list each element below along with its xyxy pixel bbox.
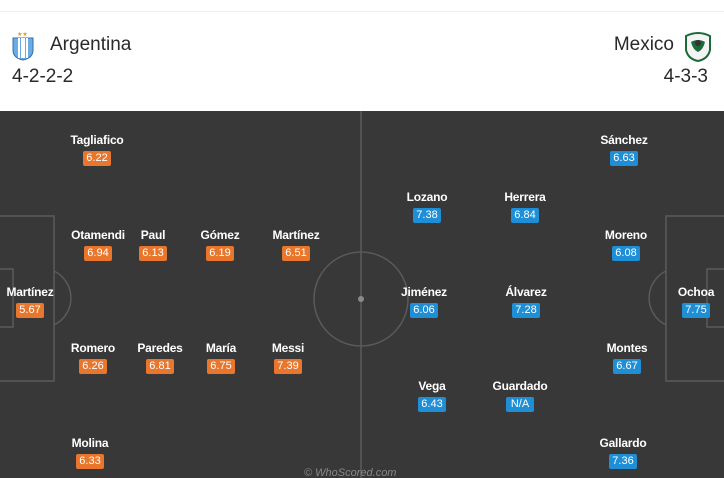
player-name: Paredes <box>137 341 183 355</box>
away-team-name: Mexico <box>613 34 674 55</box>
player-name: Martínez <box>272 228 320 242</box>
player-name: Guardado <box>492 379 548 393</box>
player-name: Moreno <box>604 228 648 242</box>
pitch-lines <box>0 111 724 478</box>
player-rating: 6.08 <box>612 246 640 261</box>
player-name: Messi <box>271 341 305 355</box>
player-card[interactable]: Ochoa 7.75 <box>656 285 724 318</box>
player-rating: N/A <box>506 397 534 412</box>
top-strip <box>0 0 724 12</box>
player-card[interactable]: Martínez 5.67 <box>0 285 70 318</box>
player-name: Jiménez <box>401 285 447 299</box>
player-rating: 7.75 <box>682 303 710 318</box>
svg-text:★★: ★★ <box>17 31 28 38</box>
player-name: Herrera <box>504 190 546 204</box>
player-card[interactable]: Romero 6.26 <box>53 341 133 374</box>
player-card[interactable]: Jiménez 6.06 <box>384 285 464 318</box>
player-card[interactable]: Molina 6.33 <box>50 436 130 469</box>
player-name: Vega <box>418 379 446 393</box>
player-name: Ochoa <box>677 285 715 299</box>
match-header: ★★ Argentina 4-2-2-2 Mexico 4-3-3 <box>0 12 724 105</box>
home-team-name: Argentina <box>50 34 132 55</box>
home-formation: 4-2-2-2 <box>12 66 74 87</box>
player-rating: 6.19 <box>206 246 234 261</box>
player-rating: 6.22 <box>83 151 111 166</box>
player-card[interactable]: Paredes 6.81 <box>120 341 200 374</box>
player-rating: 6.94 <box>84 246 112 261</box>
player-name: Lozano <box>406 190 448 204</box>
player-name: Gómez <box>200 228 240 242</box>
player-name: Martínez <box>6 285 54 299</box>
player-rating: 7.28 <box>512 303 540 318</box>
player-rating: 6.84 <box>511 208 539 223</box>
argentina-crest-icon: ★★ <box>10 30 36 61</box>
player-card[interactable]: Paul 6.13 <box>113 228 193 261</box>
player-card[interactable]: Guardado N/A <box>480 379 560 412</box>
player-rating: 6.26 <box>79 359 107 374</box>
mexico-crest-icon <box>684 30 711 63</box>
player-name: Tagliafico <box>70 133 124 147</box>
player-rating: 6.81 <box>146 359 174 374</box>
player-rating: 6.67 <box>613 359 641 374</box>
player-card[interactable]: Messi 7.39 <box>248 341 328 374</box>
player-rating: 6.51 <box>282 246 310 261</box>
player-card[interactable]: Otamendi 6.94 <box>58 228 138 261</box>
player-name: Gallardo <box>599 436 647 450</box>
player-name: Romero <box>70 341 116 355</box>
away-formation: 4-3-3 <box>663 66 708 87</box>
player-card[interactable]: Vega 6.43 <box>392 379 472 412</box>
player-rating: 6.33 <box>76 454 104 469</box>
player-rating: 6.13 <box>139 246 167 261</box>
player-card[interactable]: Álvarez 7.28 <box>486 285 566 318</box>
player-rating: 6.43 <box>418 397 446 412</box>
player-name: Molina <box>71 436 109 450</box>
player-name: Sánchez <box>600 133 648 147</box>
player-card[interactable]: Sánchez 6.63 <box>584 133 664 166</box>
player-rating: 7.39 <box>274 359 302 374</box>
player-card[interactable]: Moreno 6.08 <box>586 228 666 261</box>
player-card[interactable]: Herrera 6.84 <box>485 190 565 223</box>
player-rating: 5.67 <box>16 303 44 318</box>
player-rating: 6.75 <box>207 359 235 374</box>
player-rating: 6.06 <box>410 303 438 318</box>
player-card[interactable]: Gómez 6.19 <box>180 228 260 261</box>
player-rating: 6.63 <box>610 151 638 166</box>
player-card[interactable]: Gallardo 7.36 <box>583 436 663 469</box>
watermark: © WhoScored.com <box>304 467 397 478</box>
player-card[interactable]: María 6.75 <box>181 341 261 374</box>
player-card[interactable]: Tagliafico 6.22 <box>57 133 137 166</box>
away-team[interactable]: Mexico <box>613 30 711 63</box>
player-card[interactable]: Martínez 6.51 <box>256 228 336 261</box>
home-team[interactable]: ★★ Argentina <box>10 30 132 61</box>
player-rating: 7.36 <box>609 454 637 469</box>
player-name: Montes <box>606 341 648 355</box>
player-card[interactable]: Lozano 7.38 <box>387 190 467 223</box>
player-name: Paul <box>140 228 166 242</box>
player-card[interactable]: Montes 6.67 <box>587 341 667 374</box>
pitch: Tagliafico 6.22 Otamendi 6.94 Paul 6.13 … <box>0 111 724 478</box>
player-name: María <box>205 341 237 355</box>
player-name: Otamendi <box>71 228 125 242</box>
player-rating: 7.38 <box>413 208 441 223</box>
player-name: Álvarez <box>505 285 547 299</box>
